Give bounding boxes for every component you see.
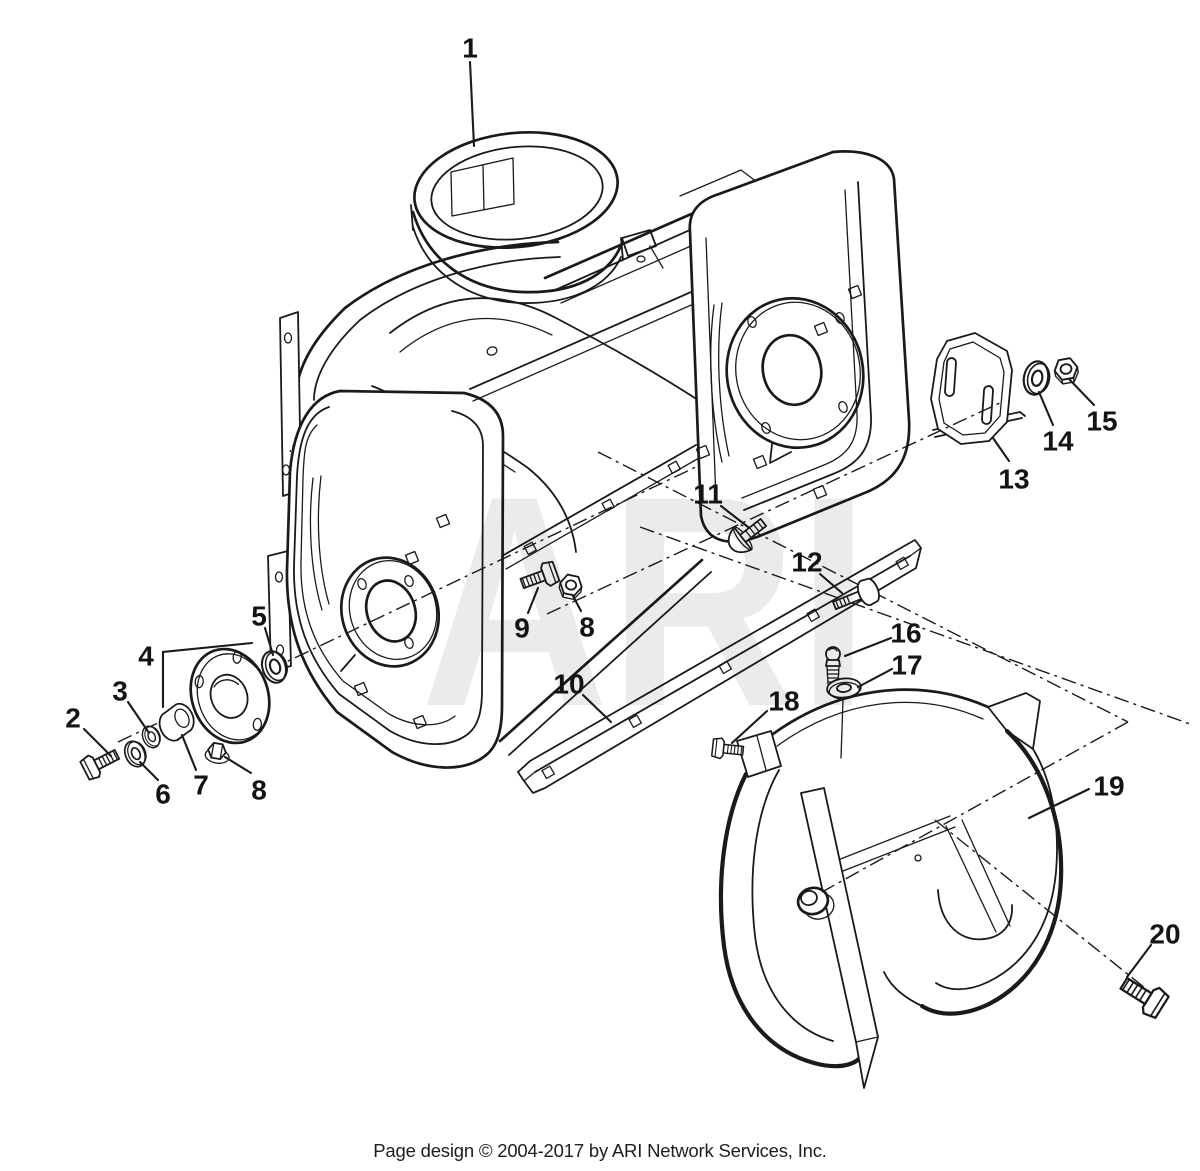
screw-16: [825, 646, 841, 685]
callout-leader-4: [161, 641, 254, 709]
callout-number-20: 20: [1149, 919, 1180, 950]
callout-number-14: 14: [1042, 426, 1074, 457]
callout-leader-15: [1067, 377, 1096, 407]
callout-leader-18: [730, 709, 769, 745]
construction-lines: [117, 400, 1191, 993]
callout-leader-9: [526, 586, 540, 615]
callout-number-7: 7: [193, 770, 209, 801]
housing-body: [469, 150, 890, 756]
callout-number-17: 17: [891, 650, 922, 681]
bolt-8-left: [204, 741, 230, 764]
callout-number-4: 4: [138, 641, 154, 672]
callout-leader-16: [843, 636, 893, 658]
callout-number-2: 2: [65, 703, 81, 734]
chute-collar: [410, 130, 664, 304]
callout-leader-11: [719, 504, 750, 529]
watermark: ARI: [420, 433, 869, 769]
callout-leader-8: [571, 594, 583, 613]
callout-number-1: 1: [462, 33, 478, 64]
callout-number-8: 8: [579, 612, 595, 643]
watermark-text: ARI: [420, 433, 869, 769]
callout-leader-14: [1037, 390, 1055, 427]
scraper-bar: [517, 539, 922, 794]
callout-number-5: 5: [251, 601, 267, 632]
callout-leader-19: [1027, 787, 1091, 820]
callout-leader-2: [82, 727, 113, 758]
bracket-washer-14: [1019, 357, 1054, 399]
callout-number-10: 10: [553, 669, 584, 700]
callout-number-15: 15: [1086, 406, 1117, 437]
callout-number-8: 8: [251, 775, 267, 806]
callout-number-9: 9: [514, 613, 530, 644]
callout-number-12: 12: [791, 547, 822, 578]
callout-leader-12: [818, 572, 844, 595]
footer-copyright: Page design © 2004-2017 by ARI Network S…: [373, 1140, 826, 1161]
callout-leader-8: [223, 755, 253, 775]
callout-number-18: 18: [768, 686, 799, 717]
bolt-20: [1114, 969, 1172, 1022]
callout-leader-6: [138, 760, 160, 782]
callout-number-3: 3: [112, 676, 128, 707]
callout-leader-7: [180, 733, 198, 772]
callout-leader-3: [126, 700, 151, 735]
shear-pin-12: [832, 577, 880, 611]
callout-leader-10: [581, 693, 613, 724]
bolt-2: [78, 742, 124, 783]
callout-number-6: 6: [155, 779, 171, 810]
bracket-nut-15: [1051, 356, 1081, 386]
hardware: [78, 356, 1172, 1022]
callout-leader-5: [263, 626, 275, 657]
flange-4: [189, 647, 271, 745]
bushing-7: [158, 703, 195, 742]
callout-leader-1: [468, 60, 476, 148]
callout-leader-13: [991, 436, 1011, 463]
callout-leader-20: [1125, 943, 1153, 979]
carriage-bolt-11: [727, 518, 768, 554]
support-bracket: [930, 332, 1026, 445]
callout-leader-17: [856, 667, 894, 689]
callout-number-16: 16: [890, 618, 921, 649]
auger-spiral: [718, 688, 1064, 1089]
callout-number-11: 11: [693, 479, 723, 510]
callout-number-19: 19: [1093, 771, 1124, 802]
left-end-plate: [285, 389, 505, 769]
right-end-plate: [688, 150, 911, 543]
callout-number-13: 13: [998, 464, 1029, 495]
